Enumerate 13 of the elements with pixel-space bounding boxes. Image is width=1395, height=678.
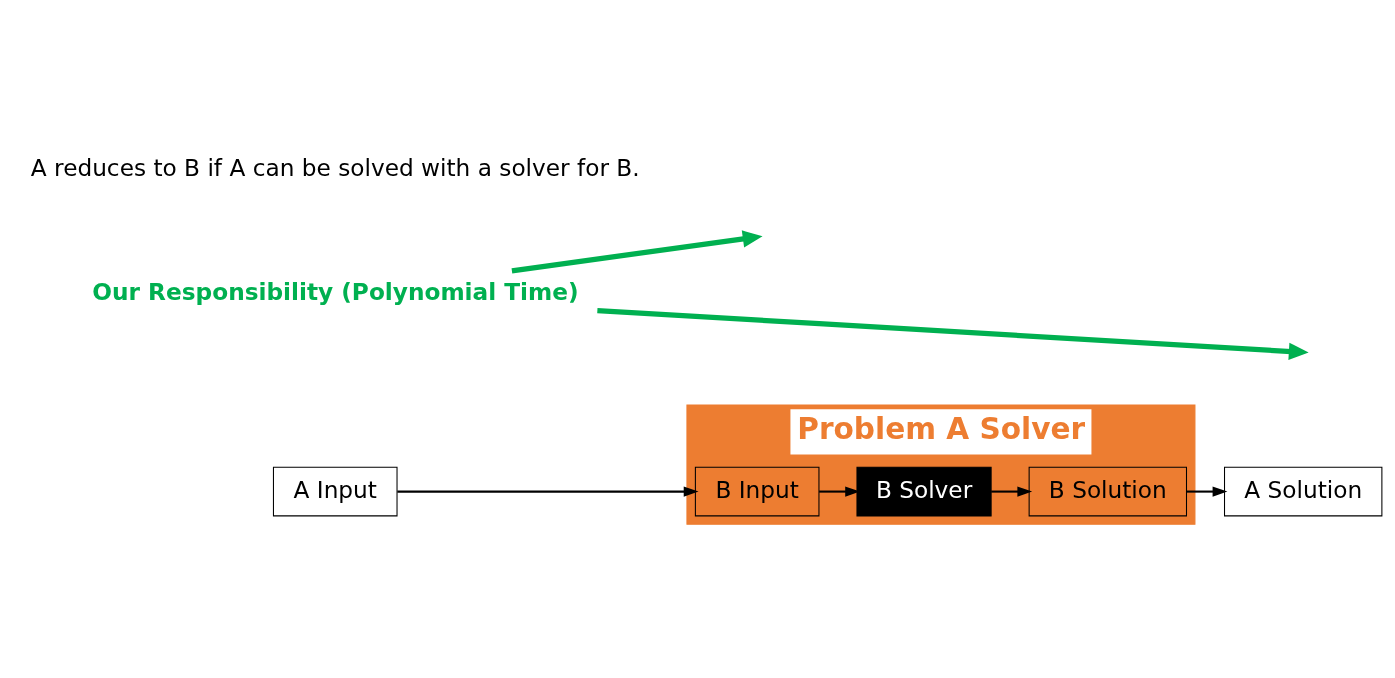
- arrow: [819, 485, 860, 497]
- node-box: B Solution: [1028, 466, 1188, 516]
- node-box: B Input: [694, 466, 820, 516]
- node-box: A Solution: [1224, 466, 1383, 516]
- arrow: [397, 485, 699, 497]
- arrow: [991, 485, 1033, 497]
- node-text: Our Responsibility (Polynomial Time): [92, 277, 579, 305]
- node-box: B Solver: [856, 466, 992, 516]
- arrow: [1186, 485, 1228, 497]
- label: A reduces to B if A can be solved with a solver for B.: [30, 153, 640, 181]
- node-box: A Input: [272, 466, 398, 516]
- arrow: [597, 307, 1309, 360]
- arrow: [511, 229, 763, 273]
